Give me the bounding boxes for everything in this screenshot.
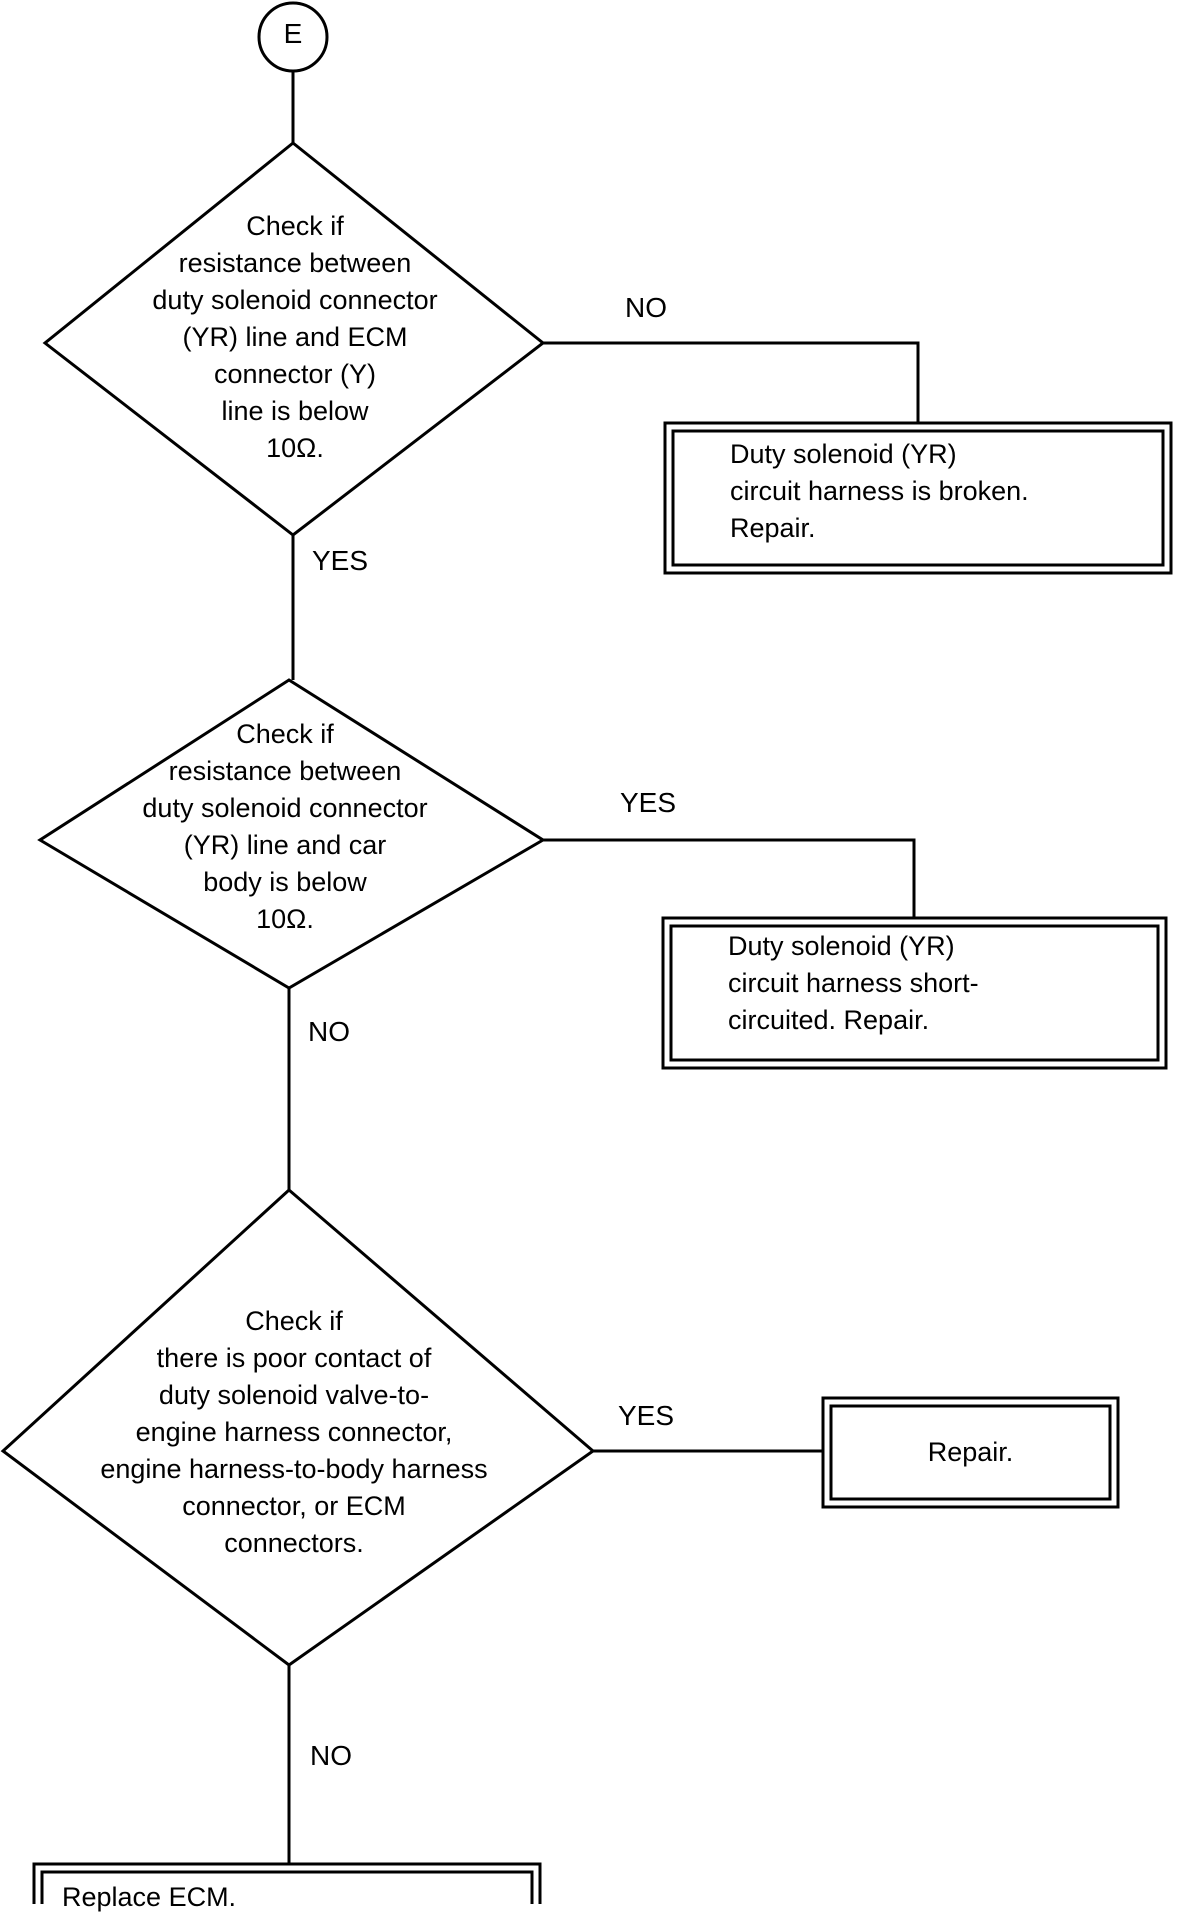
decision3-line: engine harness-to-body harness xyxy=(100,1454,488,1484)
decision1-no-label: NO xyxy=(625,292,667,323)
result2-line: circuit harness short- xyxy=(728,968,979,998)
result1-box-outer xyxy=(663,421,1173,575)
decision2-line: resistance between xyxy=(168,756,402,786)
result3-box-inner xyxy=(829,1404,1112,1501)
decision1-line: 10Ω. xyxy=(266,433,324,463)
final-box-inner xyxy=(40,1870,534,1904)
decision3-text: Check if there is poor contact of duty s… xyxy=(54,1303,534,1562)
decision1-line: (YR) line and ECM xyxy=(182,322,408,352)
decision1-line: duty solenoid connector xyxy=(152,285,438,315)
decision2-line: (YR) line and car xyxy=(183,830,387,860)
decision3-line: Check if xyxy=(245,1306,343,1336)
result2-box-inner xyxy=(669,924,1160,1062)
decision2-yes-label: YES xyxy=(620,787,677,818)
decision1-line: connector (Y) xyxy=(213,359,377,389)
decision2-text: Check if resistance between duty solenoi… xyxy=(95,716,475,938)
start-connector-label: E xyxy=(283,18,303,49)
decision3-line: there is poor contact of xyxy=(156,1343,432,1373)
decision3-no-label: NO xyxy=(310,1740,352,1771)
final-text: Replace ECM. xyxy=(62,1882,237,1912)
result1-box-inner xyxy=(671,429,1165,567)
result2-box-outer xyxy=(661,916,1168,1070)
decision1-line: resistance between xyxy=(178,248,412,278)
decision2-no-label: NO xyxy=(308,1016,350,1047)
result1-text: Duty solenoid (YR) circuit harness is br… xyxy=(730,436,1150,547)
result3-box-outer xyxy=(821,1396,1120,1509)
decision3-line: connector, or ECM xyxy=(182,1491,406,1521)
decision3-line: engine harness connector, xyxy=(135,1417,453,1447)
decision1-text: Check if resistance between duty solenoi… xyxy=(100,208,490,467)
decision3-line: connectors. xyxy=(224,1528,364,1558)
result1-line: Duty solenoid (YR) xyxy=(730,439,957,469)
result1-line: Repair. xyxy=(730,513,816,543)
decision1-line: line is below xyxy=(221,396,369,426)
result3-text: Repair. xyxy=(927,1437,1014,1467)
result1-line: circuit harness is broken. xyxy=(730,476,1029,506)
decision2-line: body is below xyxy=(203,867,367,897)
decision1-yes-label: YES xyxy=(312,545,369,576)
decision3-line: duty solenoid valve-to- xyxy=(158,1380,430,1410)
decision2-line: Check if xyxy=(236,719,334,749)
result2-line: circuited. Repair. xyxy=(728,1005,930,1035)
decision2-line: 10Ω. xyxy=(256,904,314,934)
decision3-yes-label: YES xyxy=(618,1400,675,1431)
result2-text: Duty solenoid (YR) circuit harness short… xyxy=(728,928,1148,1039)
decision1-line: Check if xyxy=(246,211,344,241)
result2-line: Duty solenoid (YR) xyxy=(728,931,955,961)
final-box-outer xyxy=(32,1862,542,1904)
decision2-line: duty solenoid connector xyxy=(142,793,428,823)
